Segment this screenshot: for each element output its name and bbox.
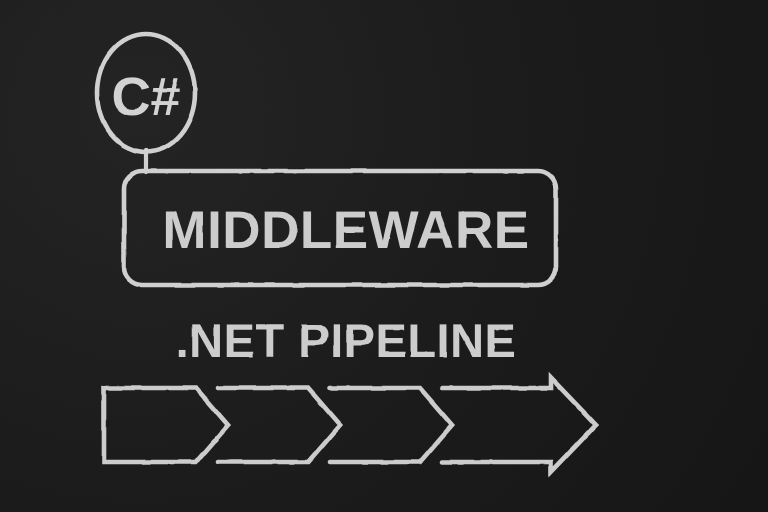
pipeline-chevrons: [101, 372, 600, 478]
pipeline-segment-3: [327, 385, 456, 465]
pipeline-segment-2: [215, 385, 344, 465]
pipeline-segment-4-arrow: [439, 372, 600, 478]
csharp-badge-label: C#: [111, 67, 180, 127]
pipeline-segment-1: [101, 385, 232, 465]
pipeline-subtitle-label: .NET PIPELINE: [176, 314, 517, 367]
middleware-box-label: MIDDLEWARE: [162, 201, 529, 260]
